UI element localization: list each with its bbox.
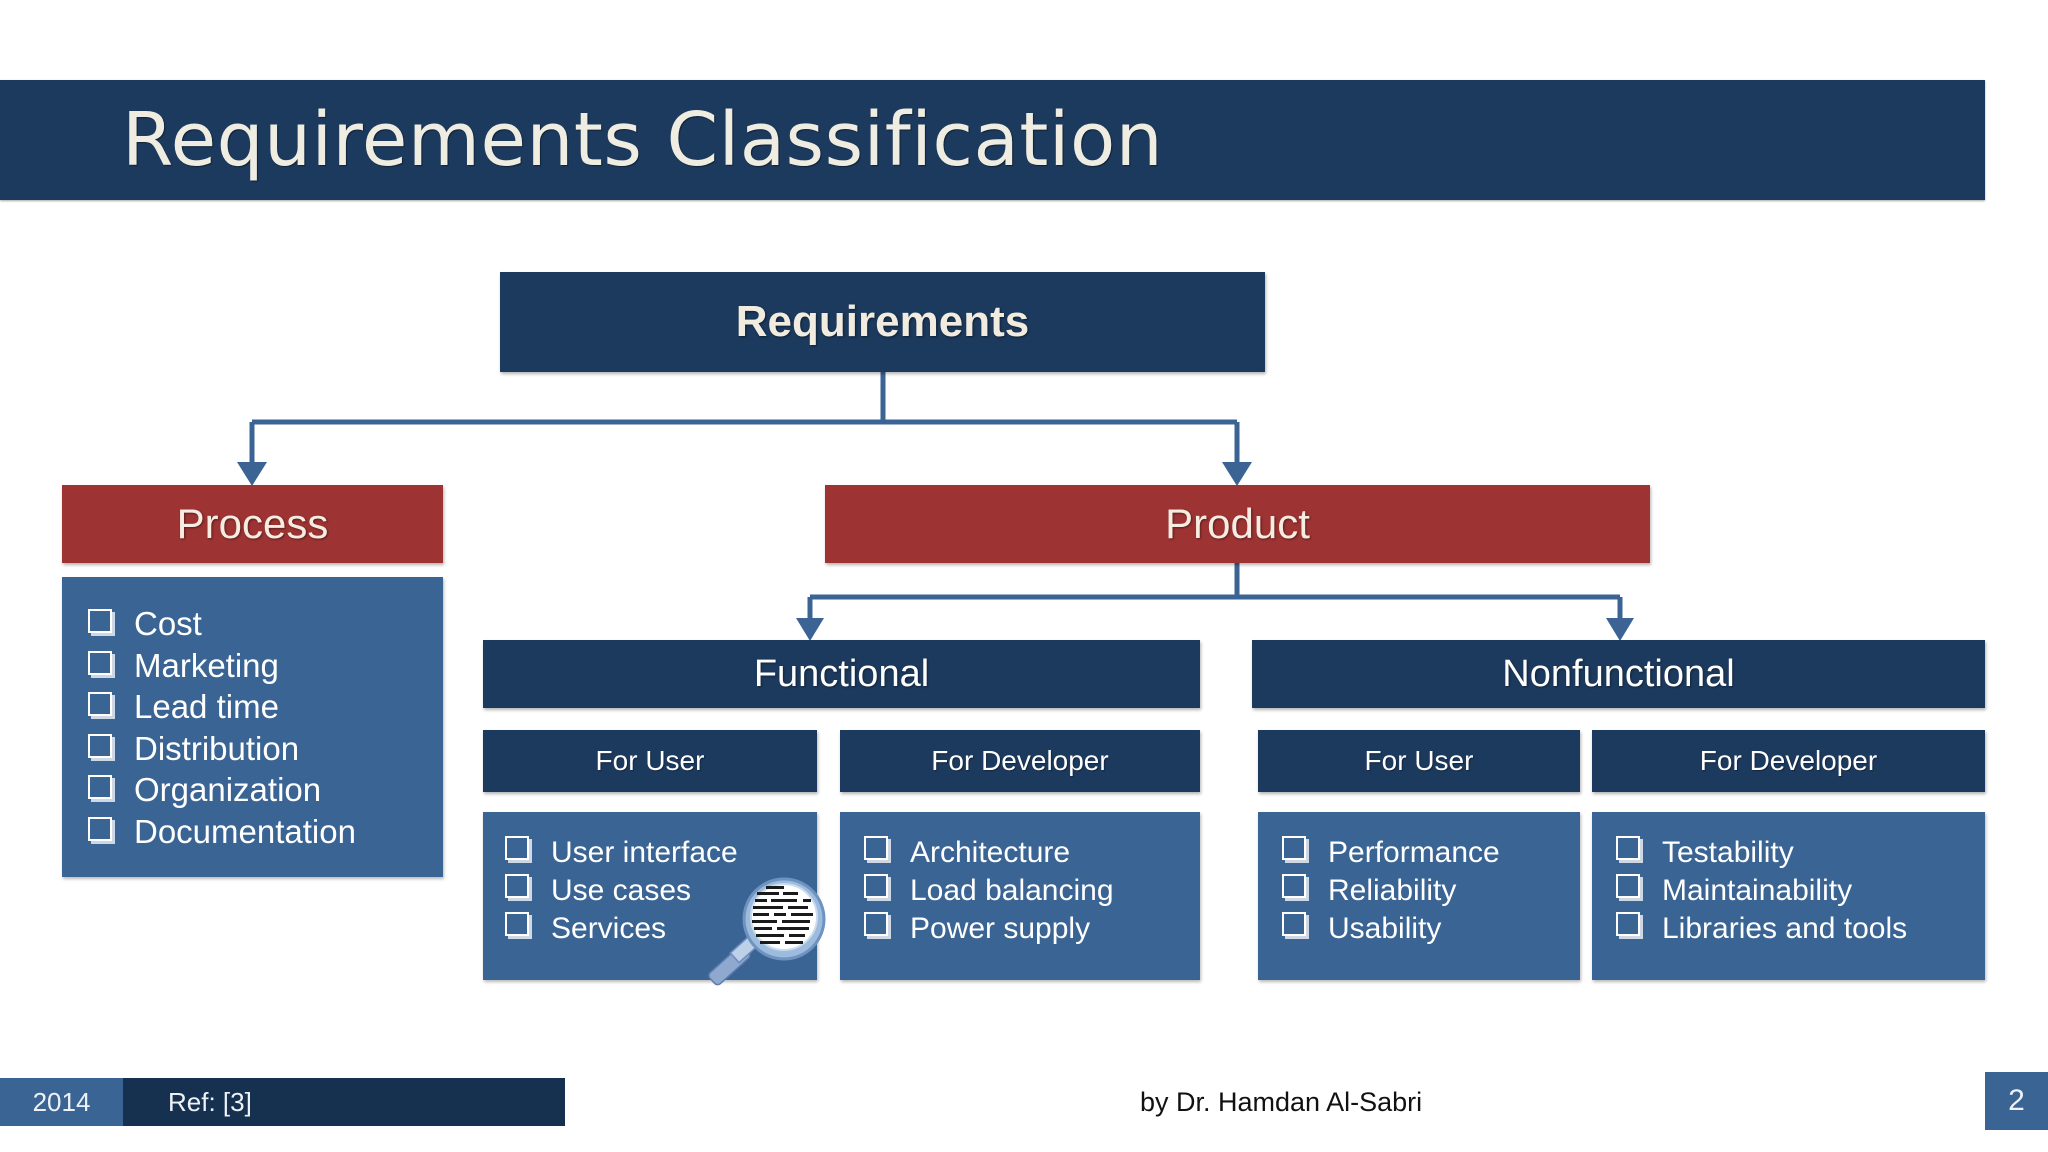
slide-title-bar: Requirements Classification [0, 80, 1985, 200]
checkbox-bullet-icon [1282, 874, 1306, 899]
list-item-label: Distribution [134, 729, 300, 767]
node-functional[interactable]: Functional [483, 640, 1200, 708]
list-item-label: Services [551, 912, 667, 946]
checkbox-bullet-icon [88, 609, 112, 633]
footer-page-number: 2 [1985, 1072, 2048, 1130]
checkbox-bullet-icon [505, 912, 529, 937]
checkbox-bullet-icon [1616, 836, 1640, 860]
list-item: Reliability [1282, 872, 1580, 910]
list-item: User interface [505, 834, 817, 872]
list-item: Maintainability [1616, 872, 1985, 910]
footer-reference-label: Ref: [3] [168, 1086, 252, 1117]
checkbox-bullet-icon [864, 912, 888, 937]
node-product-label: Product [1165, 500, 1310, 547]
checkbox-bullet-icon [1282, 912, 1306, 937]
node-requirements[interactable]: Requirements [500, 272, 1265, 372]
list-item: Architecture [864, 834, 1200, 872]
checkbox-bullet-icon [1616, 874, 1640, 899]
functional-for-developer-header-label: For Developer [931, 745, 1109, 776]
list-item-label: Maintainability [1662, 874, 1853, 908]
checkbox-bullet-icon [1616, 912, 1640, 937]
list-item-label: Organization [134, 771, 322, 809]
footer-year-label: 2014 [32, 1086, 91, 1117]
checkbox-bullet-icon [88, 692, 112, 717]
list-item-label: Cost [134, 605, 202, 642]
checkbox-bullet-icon [88, 775, 112, 800]
node-process[interactable]: Process [62, 485, 443, 563]
nonfunctional-for-user-header-label: For User [1364, 745, 1474, 776]
list-item-label: Power supply [910, 912, 1091, 946]
list-item-label: Performance [1328, 836, 1500, 869]
footer-page-number-label: 2 [2008, 1084, 2025, 1117]
list-item: Marketing [88, 645, 443, 687]
list-item-label: Marketing [134, 646, 279, 684]
node-nonfunctional-label: Nonfunctional [1502, 652, 1735, 695]
nonfunctional-for-developer-header-label: For Developer [1699, 745, 1878, 776]
list-item: Power supply [864, 910, 1200, 948]
node-requirements-label: Requirements [735, 297, 1030, 346]
list-item-label: Architecture [910, 836, 1071, 869]
magnifying-glass-icon [708, 877, 826, 986]
list-item-label: Lead time [134, 688, 279, 726]
node-nonfunctional[interactable]: Nonfunctional [1252, 640, 1985, 708]
list-item: Services [505, 910, 817, 948]
nonfunctional-for-developer-header[interactable]: For Developer [1592, 730, 1985, 792]
list-item: Lead time [88, 686, 443, 728]
list-item-label: Usability [1328, 912, 1442, 946]
list-item-label: Libraries and tools [1662, 912, 1908, 946]
list-item: Testability [1616, 834, 1985, 872]
list-item: Documentation [88, 811, 443, 853]
checkbox-bullet-icon [505, 874, 529, 899]
footer-year: 2014 [0, 1078, 123, 1126]
list-item-label: Use cases [551, 874, 692, 908]
checkbox-bullet-icon [505, 836, 529, 860]
list-item: Performance [1282, 834, 1580, 872]
list-item: Use cases [505, 872, 817, 910]
node-product[interactable]: Product [825, 485, 1650, 563]
list-item: Load balancing [864, 872, 1200, 910]
list-item-label: Documentation [134, 812, 356, 850]
list-item-label: Load balancing [910, 874, 1114, 908]
checkbox-bullet-icon [88, 733, 112, 758]
functional-for-user-header-label: For User [595, 745, 705, 776]
checkbox-bullet-icon [864, 836, 888, 860]
checkbox-bullet-icon [88, 650, 112, 675]
checkbox-bullet-icon [1282, 836, 1306, 860]
page-title: Requirements Classification [122, 97, 1164, 183]
checkbox-bullet-icon [88, 816, 112, 841]
list-item: Libraries and tools [1616, 910, 1985, 948]
footer-author: by Dr. Hamdan Al-Sabri [1140, 1078, 1422, 1126]
list-item-label: Reliability [1328, 874, 1457, 908]
nonfunctional-for-user-header[interactable]: For User [1258, 730, 1580, 792]
list-item-label: User interface [551, 836, 738, 869]
functional-for-developer-header[interactable]: For Developer [840, 730, 1200, 792]
list-item: Usability [1282, 910, 1580, 948]
checkbox-bullet-icon [864, 874, 888, 899]
list-item: Cost [88, 603, 443, 645]
node-process-label: Process [176, 500, 329, 547]
node-functional-label: Functional [753, 652, 930, 695]
list-item-label: Testability [1662, 836, 1794, 869]
list-item: Distribution [88, 728, 443, 770]
functional-for-user-header[interactable]: For User [483, 730, 817, 792]
footer-reference: Ref: [3] [123, 1078, 565, 1126]
list-item: Organization [88, 769, 443, 811]
footer-author-label: by Dr. Hamdan Al-Sabri [1140, 1086, 1423, 1117]
